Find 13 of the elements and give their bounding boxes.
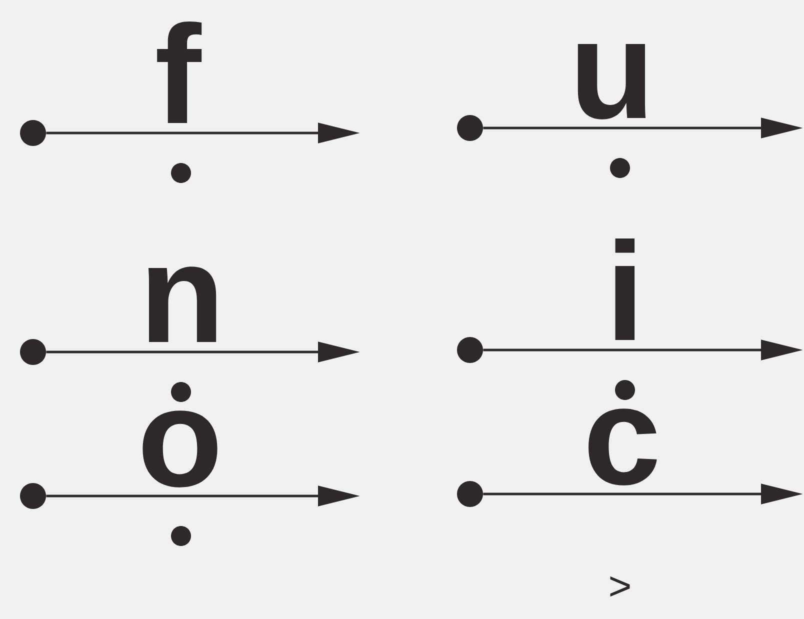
letter: o — [142, 410, 218, 488]
start-dot — [457, 337, 483, 363]
letter: c — [588, 408, 657, 486]
start-dot — [457, 115, 483, 141]
letter: f — [157, 22, 202, 123]
letter: i — [615, 238, 635, 340]
letter: n — [148, 266, 216, 342]
mark-label: > — [610, 576, 630, 597]
start-dot — [20, 339, 46, 365]
start-dot — [457, 481, 483, 507]
start-dot — [20, 483, 46, 509]
start-dot — [20, 120, 46, 146]
letter: u — [578, 44, 646, 120]
